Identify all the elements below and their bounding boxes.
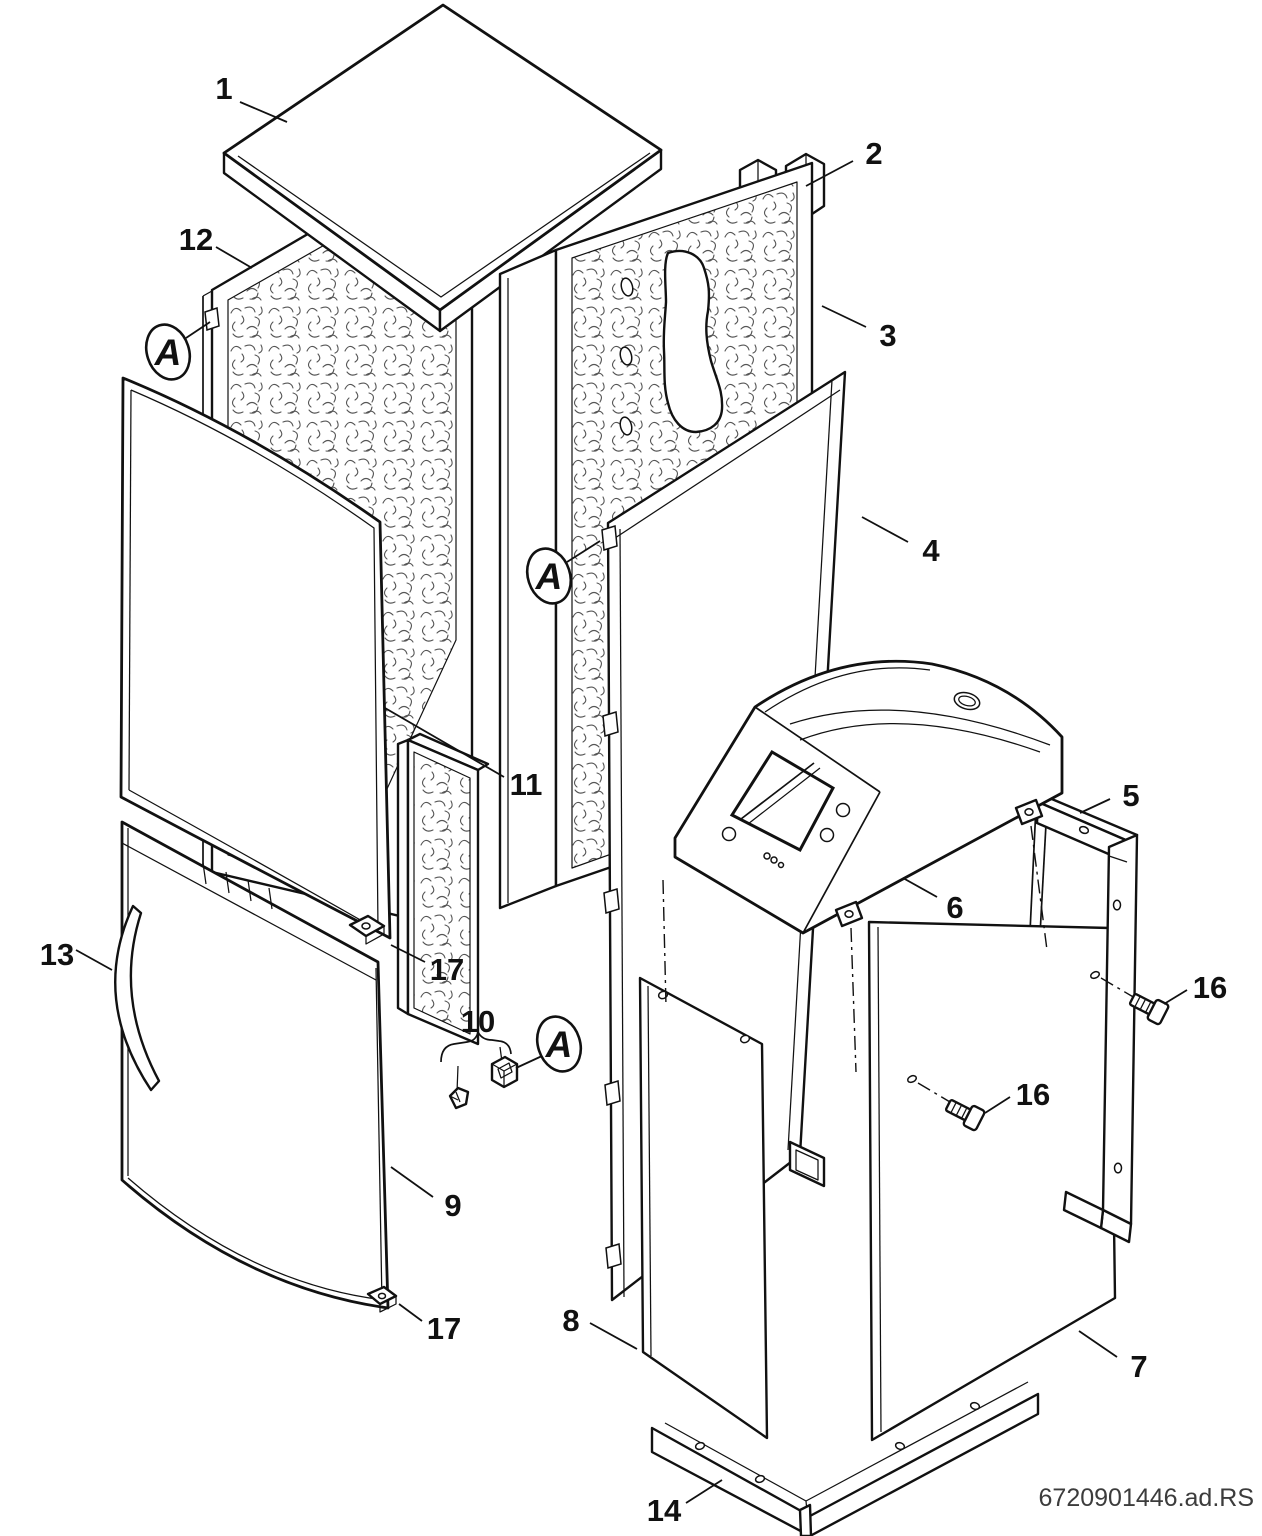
- leader-line: [185, 321, 211, 339]
- detail-a-cutout: [204, 306, 220, 332]
- document-code: 6720901446.ad.RS: [1039, 1484, 1254, 1512]
- part-number-label: 16: [1016, 1077, 1050, 1112]
- part-14-base-rail: [650, 1381, 1040, 1536]
- part-9-lower-front-door: [114, 820, 398, 1313]
- part-number-label: 10: [461, 1004, 495, 1039]
- part-callout-14: 14: [647, 1479, 723, 1528]
- leader-line: [821, 305, 867, 328]
- display-window: [729, 749, 835, 853]
- part-number-label: 11: [510, 767, 543, 802]
- part-callout-5: 5: [1079, 778, 1140, 814]
- part-callout-4: 4: [861, 516, 940, 568]
- part-number-label: 1: [215, 71, 232, 106]
- leader-line: [1079, 798, 1111, 814]
- part-callout-17: 17: [398, 1303, 461, 1346]
- detail-marker-A-2: A: [525, 540, 601, 605]
- leader-line: [384, 707, 505, 778]
- part-11-insulation-strip: [396, 732, 490, 1046]
- panel-cutout-opening: [662, 249, 724, 434]
- part-number-label: 2: [865, 136, 882, 171]
- part-number-label: 7: [1130, 1349, 1147, 1384]
- leader-line: [1163, 989, 1188, 1005]
- part-1-top-panel: [222, 3, 663, 333]
- part-callout-12: 12: [179, 222, 253, 269]
- part-6-control-console: [673, 659, 1064, 935]
- part-16-screw: [1089, 970, 1170, 1026]
- leader-line: [215, 246, 253, 269]
- leader-line: [861, 516, 909, 543]
- part-number-label: 5: [1122, 778, 1139, 813]
- marker-ellipse: [525, 547, 573, 605]
- leader-line: [984, 1096, 1011, 1114]
- leader-line: [239, 101, 288, 123]
- leader-line: [902, 877, 938, 898]
- part-callout-8: 8: [562, 1303, 638, 1350]
- leader-line: [390, 1166, 434, 1198]
- part-8-narrow-panel: [638, 976, 769, 1440]
- part-callout-9: 9: [390, 1166, 462, 1223]
- control-button: [819, 827, 835, 843]
- part-callout-7: 7: [1078, 1330, 1148, 1384]
- part-number-label: 16: [1193, 970, 1227, 1005]
- leader-line: [398, 1303, 423, 1322]
- part-16-screw: [906, 1074, 986, 1132]
- leader-line: [685, 1479, 723, 1504]
- control-button: [835, 802, 851, 818]
- leader-line: [515, 1055, 543, 1069]
- part-number-label: 17: [427, 1311, 461, 1346]
- part-callout-2: 2: [805, 136, 883, 187]
- part-5-support-frame: [1035, 795, 1139, 1244]
- control-button: [721, 826, 737, 842]
- part-10-fixing-clips: [440, 1031, 519, 1110]
- part-number-label: 3: [879, 318, 896, 353]
- leader-line: [75, 949, 113, 971]
- part-number-label: 17: [430, 952, 464, 987]
- part-callout-11: 11: [384, 707, 543, 802]
- leader-line: [390, 944, 426, 963]
- leader-line: [1078, 1330, 1118, 1358]
- part-number-label: 12: [179, 222, 213, 257]
- marker-letter: A: [535, 556, 563, 597]
- part-callout-16: 16: [984, 1077, 1050, 1114]
- part-callout-6: 6: [902, 877, 964, 925]
- assembly-axes: [662, 825, 1048, 1073]
- part-number-label: 9: [444, 1188, 461, 1223]
- part-callout-10: 10: [461, 1004, 495, 1039]
- part-number-label: 8: [562, 1303, 579, 1338]
- detail-markers: A A A: [144, 321, 601, 1073]
- marker-letter: A: [545, 1024, 573, 1065]
- leader-line: [805, 160, 854, 187]
- part-callout-17: 17: [390, 944, 464, 987]
- detail-a-cutout: [601, 525, 618, 551]
- detail-marker-A-3: A: [515, 1015, 583, 1073]
- part-number-label: 14: [647, 1493, 682, 1528]
- upper-front-door: [119, 376, 392, 945]
- part-7-side-panel: [867, 920, 1117, 1442]
- marker-ellipse: [144, 323, 192, 381]
- part-callout-16: 16: [1163, 970, 1227, 1005]
- part-number-label: 4: [922, 533, 940, 568]
- detail-marker-A-1: A: [144, 321, 211, 381]
- part-number-label: 13: [40, 937, 74, 972]
- part-number-label: 6: [946, 890, 963, 925]
- part-5-frame-left-stile: [1029, 805, 1047, 936]
- channel-bracket: [788, 1140, 826, 1188]
- marker-ellipse: [535, 1015, 583, 1073]
- marker-letter: A: [154, 332, 182, 373]
- part-callout-3: 3: [821, 305, 897, 353]
- leader-line: [589, 1322, 638, 1350]
- leader-line: [566, 540, 601, 563]
- part-13-door-handle: [114, 904, 161, 1092]
- part-callout-13: 13: [40, 937, 113, 972]
- part-callout-1: 1: [215, 71, 288, 123]
